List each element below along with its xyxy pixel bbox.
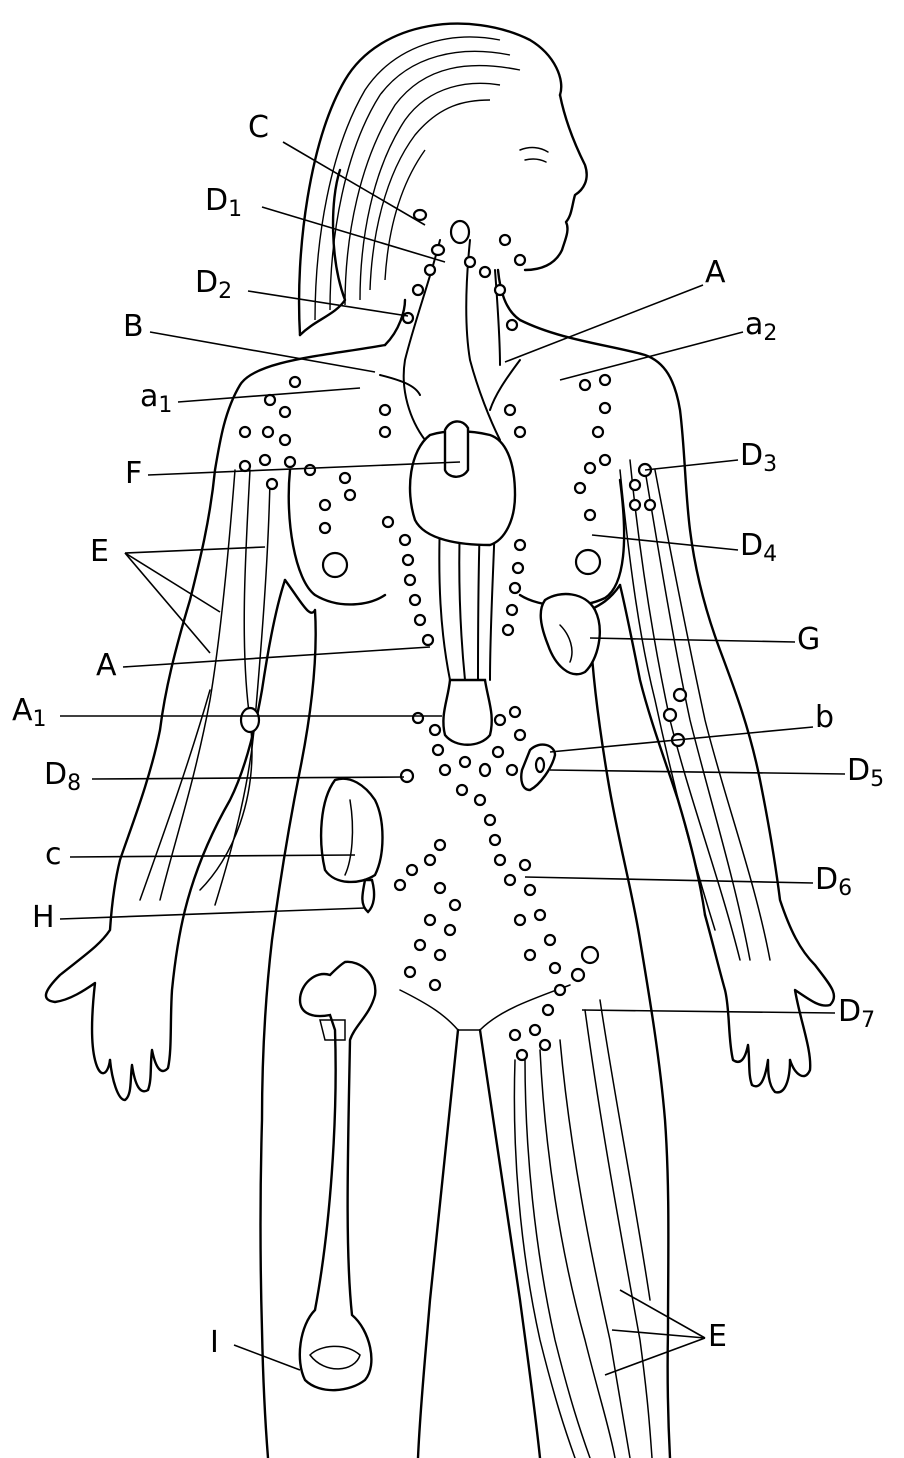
leg-lymph-vessels — [514, 1000, 652, 1458]
label-g: G — [797, 625, 820, 655]
label-a-neck: A — [705, 258, 726, 288]
label-a2-lower: a2 — [745, 310, 777, 345]
label-c-upper: C — [248, 113, 269, 143]
label-d1: D1 — [205, 186, 242, 221]
label-f: F — [125, 459, 142, 489]
label-h: H — [32, 903, 55, 933]
leader-lines — [60, 142, 845, 1375]
label-c-lower: c — [45, 840, 62, 870]
femur — [300, 962, 376, 1390]
cisterna-chyli — [443, 680, 491, 745]
label-d4: D4 — [740, 531, 777, 566]
label-d5: D5 — [847, 756, 884, 791]
lymph-nodes — [240, 210, 686, 1060]
hair — [299, 24, 561, 335]
label-a1-lower: a1 — [140, 382, 172, 417]
label-d2: D2 — [195, 268, 232, 303]
label-b-upper: B — [123, 312, 144, 342]
label-e-leg: E — [708, 1322, 727, 1352]
label-e-arm: E — [90, 537, 109, 567]
label-d7: D7 — [838, 997, 875, 1032]
label-d3: D3 — [740, 441, 777, 476]
label-a1-upper: A1 — [12, 696, 47, 731]
label-d8: D8 — [44, 760, 81, 795]
label-d6: D6 — [815, 865, 852, 900]
label-i: I — [210, 1328, 219, 1358]
head-outline — [498, 95, 587, 320]
label-b-lower: b — [815, 703, 834, 733]
label-a-thorax: A — [96, 651, 117, 681]
